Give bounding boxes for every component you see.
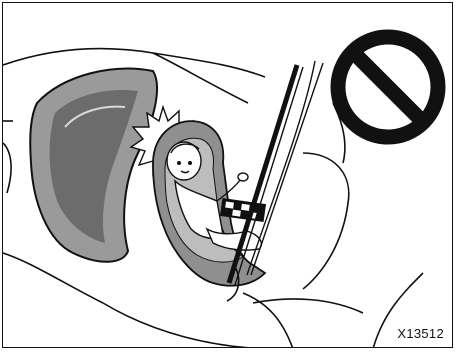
no-entry-circle-slash-icon xyxy=(338,37,438,137)
figure-code-label: X13512 xyxy=(397,326,444,341)
airbag xyxy=(30,69,157,262)
warning-illustration xyxy=(3,3,453,348)
illustration-frame: X13512 xyxy=(2,2,453,348)
